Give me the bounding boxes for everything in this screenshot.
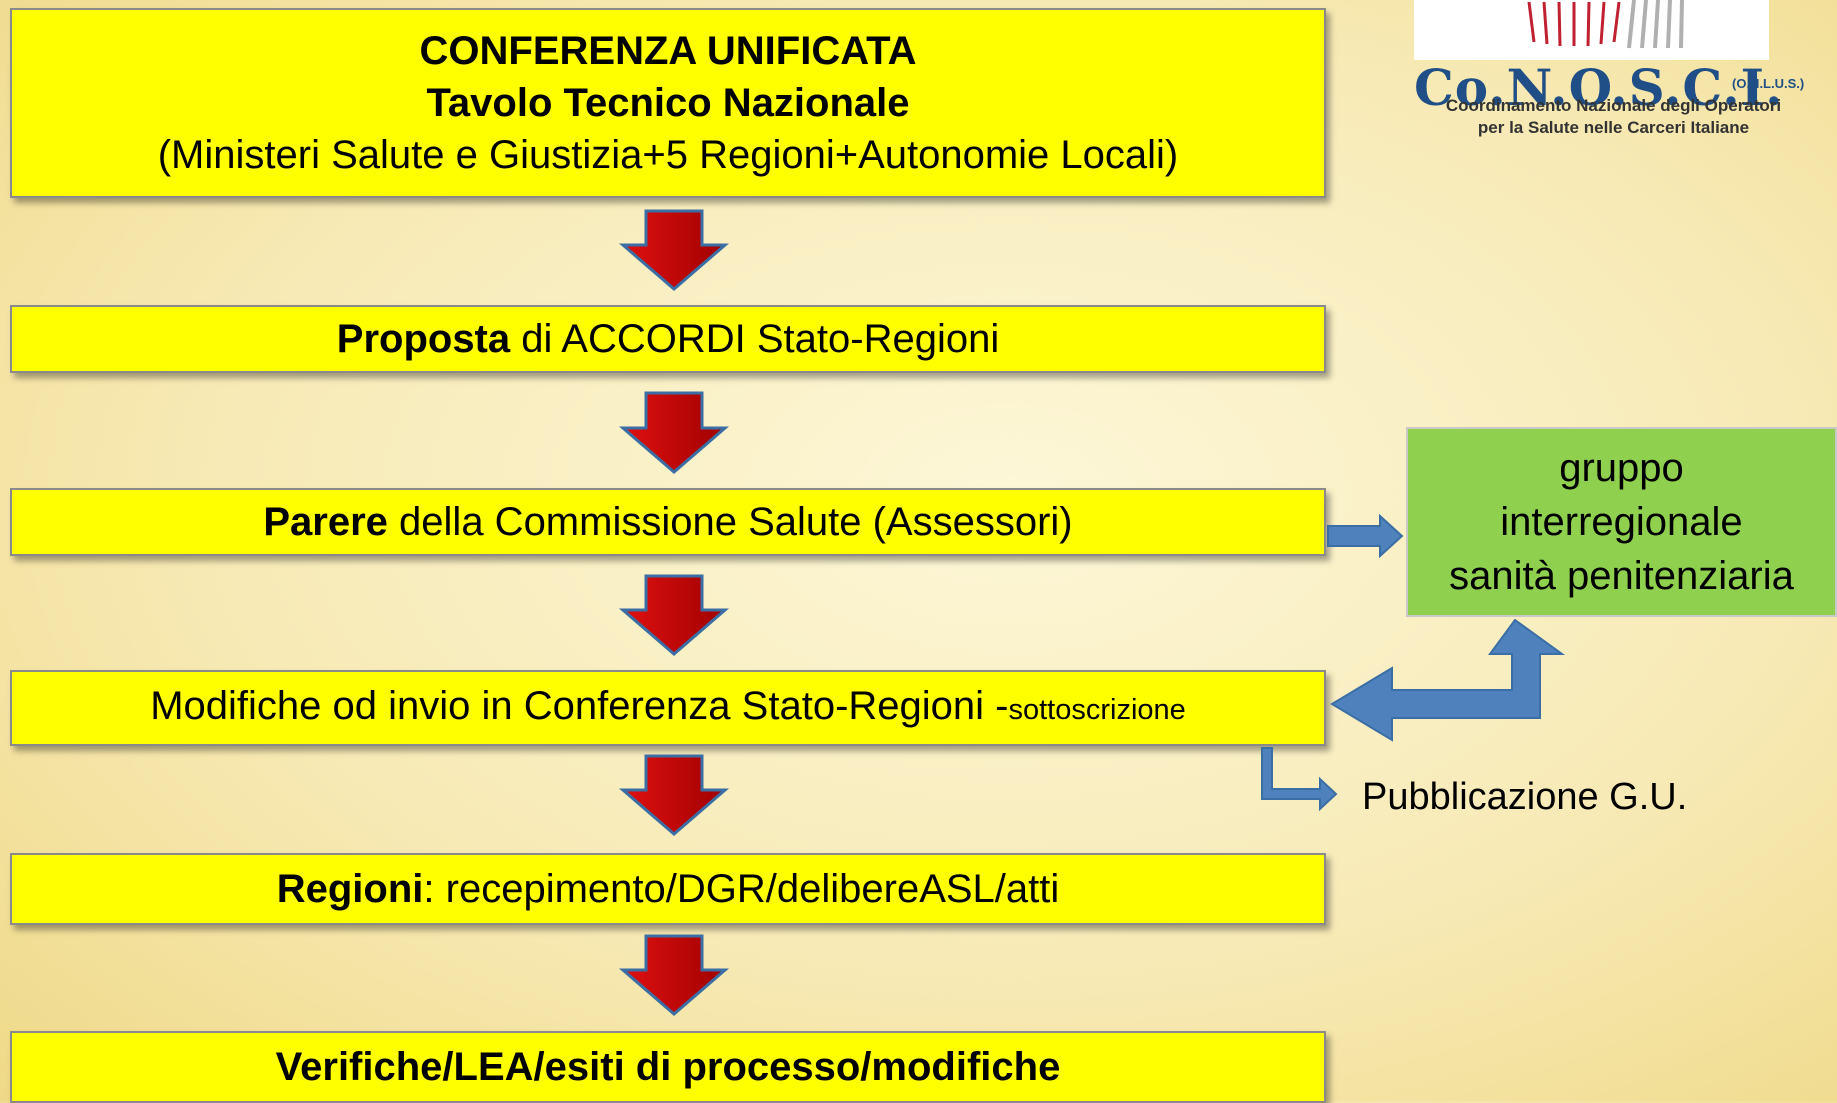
proposta-bold: Proposta xyxy=(336,317,511,361)
box-gruppo-interregionale: gruppo interregionale sanità penitenziar… xyxy=(1406,427,1837,617)
logo-image xyxy=(1414,0,1769,60)
pubblicazione-label: Pubblicazione G.U. xyxy=(1362,776,1688,818)
logo: Co.N.O.S.C.I. (O.N.L.U.S.) Coordinamento… xyxy=(1390,0,1837,160)
box-verifiche: Verifiche/LEA/esiti di processo/modifich… xyxy=(10,1031,1326,1103)
conferenza-title: CONFERENZA UNIFICATA xyxy=(419,29,917,73)
box-modifiche: Modifiche od invio in Conferenza Stato-R… xyxy=(10,670,1326,746)
gruppo-line3: sanità penitenziaria xyxy=(1449,554,1794,598)
parere-text: della Commissione Salute (Assessori) xyxy=(387,500,1073,544)
down-arrow-1 xyxy=(618,209,730,291)
arrow-to-pubblicazione xyxy=(1261,747,1338,812)
logo-line1: Coordinamento Nazionale degli Operatori xyxy=(1445,96,1782,115)
box-parere: Parere della Commissione Salute (Assesso… xyxy=(10,488,1326,556)
conferenza-members: (Ministeri Salute e Giustizia+5 Regioni+… xyxy=(157,133,1179,177)
gruppo-line2: interregionale xyxy=(1500,500,1743,544)
modifiche-small: sottoscrizione xyxy=(1008,694,1186,726)
down-arrow-3 xyxy=(618,574,730,656)
down-arrow-2 xyxy=(618,391,730,474)
gruppo-line1: gruppo xyxy=(1559,446,1684,490)
arrow-gruppo-to-modifiche xyxy=(1330,618,1566,742)
box-regioni: Regioni: recepimento/DGR/delibereASL/att… xyxy=(10,853,1326,925)
modifiche-text: Modifiche od invio in Conferenza Stato-R… xyxy=(150,684,1009,728)
logo-title: Co.N.O.S.C.I. xyxy=(1414,58,1784,117)
down-arrow-5 xyxy=(618,934,730,1016)
box-conferenza: CONFERENZA UNIFICATA Tavolo Tecnico Nazi… xyxy=(10,8,1326,198)
regioni-bold: Regioni xyxy=(276,867,424,911)
verifiche-text: Verifiche/LEA/esiti di processo/modifich… xyxy=(275,1045,1061,1089)
logo-subtitle: (O.N.L.U.S.) xyxy=(1732,76,1805,91)
regioni-text: : recepimento/DGR/delibereASL/atti xyxy=(423,867,1060,911)
logo-line2: per la Salute nelle Carceri Italiane xyxy=(1477,118,1750,137)
arrow-parere-to-gruppo xyxy=(1327,513,1404,559)
logo-graphic xyxy=(1527,0,1684,49)
box-proposta: Proposta di ACCORDI Stato-Regioni xyxy=(10,305,1326,373)
parere-bold: Parere xyxy=(263,500,388,544)
down-arrow-4 xyxy=(618,754,730,836)
conferenza-subtitle: Tavolo Tecnico Nazionale xyxy=(426,81,910,125)
proposta-text: di ACCORDI Stato-Regioni xyxy=(510,317,1000,361)
